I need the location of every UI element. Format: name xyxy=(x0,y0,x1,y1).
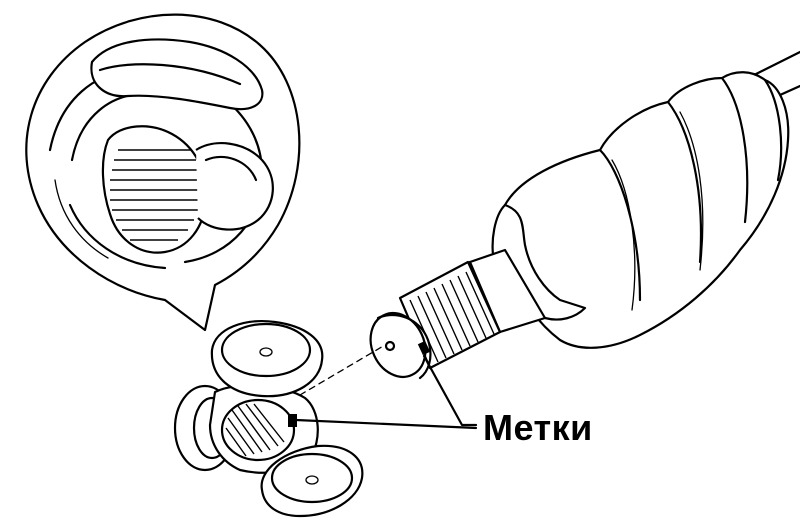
tripod-inner-spline-ring xyxy=(220,398,296,462)
marks-label: Метки xyxy=(483,407,593,448)
tripod-roller-bottom xyxy=(260,444,364,518)
mark-leader-lines xyxy=(294,354,478,430)
magnified-splines xyxy=(110,149,200,241)
cv-boot xyxy=(503,71,790,349)
tripod-roller-top xyxy=(210,320,324,398)
magnified-detail-view xyxy=(25,13,301,332)
tripod-joint xyxy=(173,320,364,518)
axis-dashed-line xyxy=(299,344,386,396)
tripod-inner-splines xyxy=(225,403,285,457)
stub-splines xyxy=(409,271,495,363)
shaft-alignment-mark xyxy=(417,340,431,356)
drive-shaft-assembly xyxy=(369,50,800,380)
tripod-alignment-mark xyxy=(288,414,297,427)
stub-center-hole xyxy=(384,340,396,352)
